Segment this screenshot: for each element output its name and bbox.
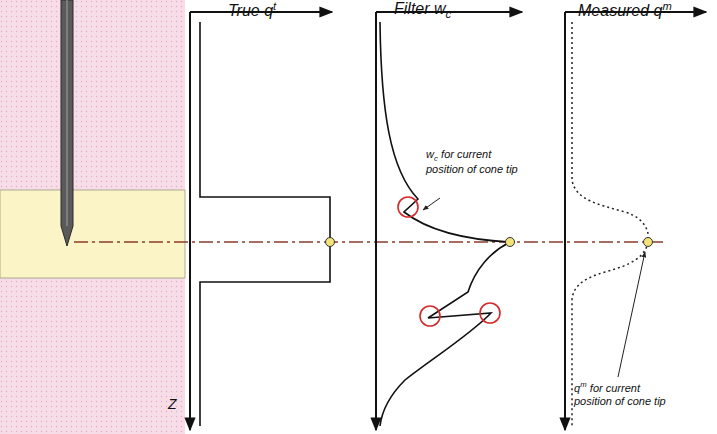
rod-highlight xyxy=(66,0,68,226)
axis-title-group: Measured qm xyxy=(578,0,672,20)
annotation: for current position of cone tip xyxy=(574,382,666,407)
axis-title-group: True qt xyxy=(228,0,276,20)
superscript: t xyxy=(273,0,276,12)
measured-curve xyxy=(572,22,648,426)
axes xyxy=(190,12,706,430)
soil-ground xyxy=(0,0,185,434)
superscript: m xyxy=(663,0,672,12)
cone-tip-line xyxy=(74,241,665,242)
tip-dots xyxy=(326,238,653,247)
leader-line xyxy=(423,198,440,210)
stiff-layer xyxy=(0,190,185,278)
axis-title: Measured q xyxy=(578,2,663,19)
cone-rod xyxy=(61,0,73,246)
axis-label-group: Z xyxy=(168,396,177,412)
subscript: c xyxy=(434,154,438,163)
axis-title-group: Filter wc xyxy=(394,0,451,20)
leader-line xyxy=(618,252,645,377)
axis-title: True q xyxy=(228,2,273,19)
annotation: q xyxy=(574,382,580,394)
annotation: w xyxy=(426,148,434,160)
subscript: c xyxy=(446,8,452,20)
filter-curve xyxy=(380,22,510,426)
annotation: for current position of cone tip xyxy=(426,148,518,175)
axis-title: Filter w xyxy=(394,0,446,17)
superscript: m xyxy=(580,380,586,389)
annotation-group: wcfor current position of cone tip xyxy=(426,148,518,177)
kink-circles xyxy=(398,197,500,326)
true-profile xyxy=(200,22,330,426)
annotation-group: qmfor current position of cone tip xyxy=(574,380,674,408)
axis-label: Z xyxy=(168,396,177,412)
